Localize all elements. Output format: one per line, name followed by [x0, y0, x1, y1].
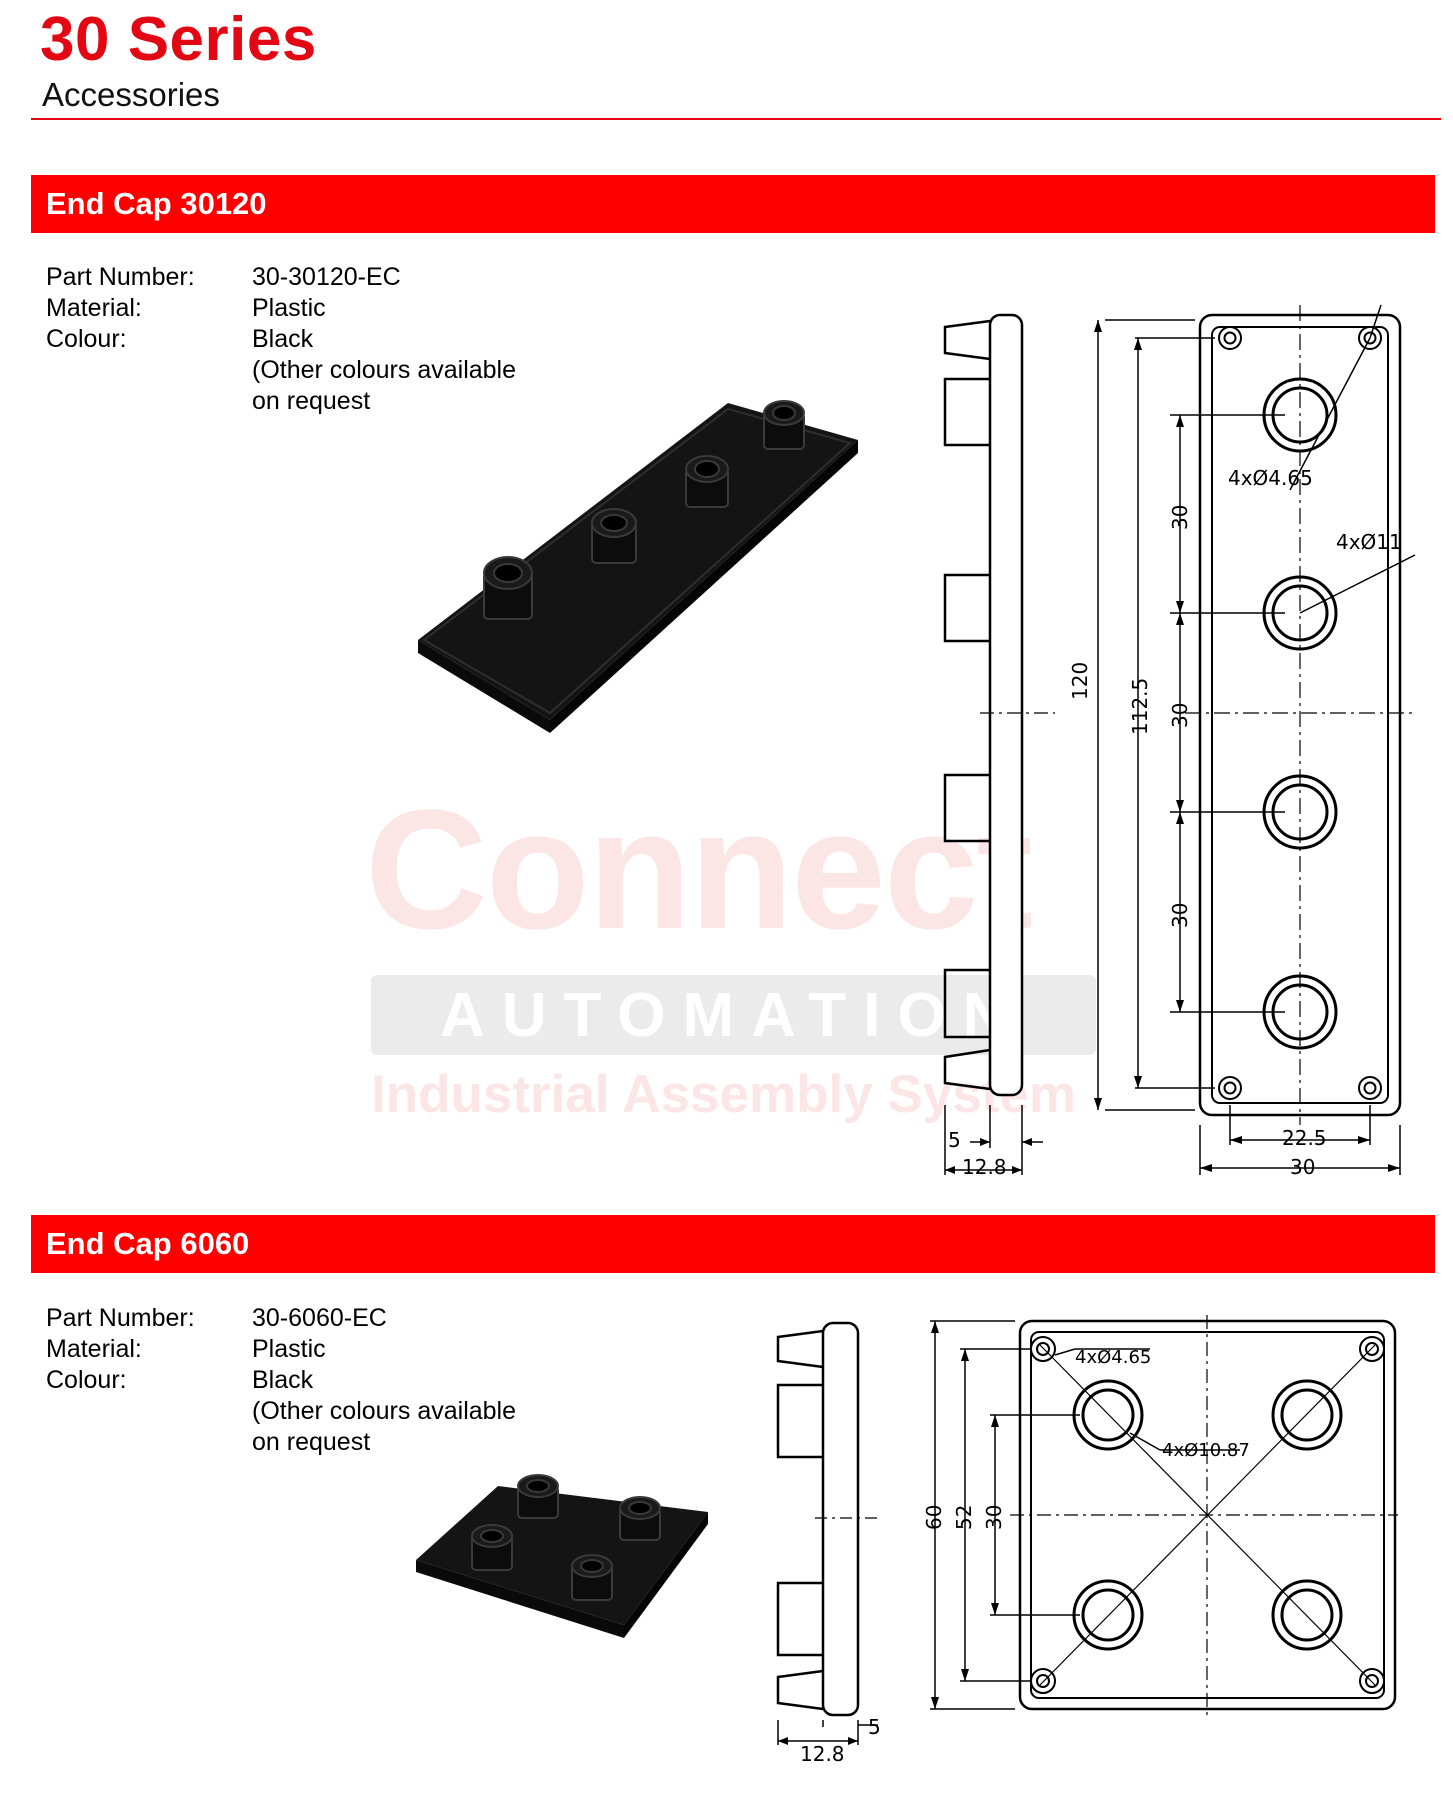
section-title: End Cap 30120	[46, 186, 267, 221]
dim-label-120: 120	[1068, 661, 1092, 700]
dim-label-22-5: 22.5	[1282, 1126, 1327, 1150]
spec-value: Plastic	[252, 294, 326, 322]
dim-label: 5	[948, 1128, 961, 1152]
spec-table-end-cap-30120: Part Number: 30-30120-EC Material: Plast…	[46, 262, 572, 417]
dim-label-30: 30	[982, 1504, 1006, 1530]
dim-label-60: 60	[922, 1504, 946, 1530]
spec-note: (Other colours available	[252, 356, 517, 384]
spec-label: Material:	[46, 294, 142, 322]
boss	[483, 556, 533, 620]
spec-note-2: on request	[252, 387, 371, 415]
side-view-drawing-end-cap-30120	[943, 313, 1055, 1175]
header-divider	[31, 118, 1441, 120]
spec-row-colour: Colour: Black	[46, 324, 572, 355]
spec-row-note-2: on request	[46, 386, 572, 417]
spec-label: Colour:	[46, 325, 127, 353]
spec-label: Part Number:	[46, 1304, 195, 1332]
dim-label-30-width: 30	[1290, 1155, 1316, 1179]
spec-row-note: (Other colours available	[46, 1396, 572, 1427]
spec-note: (Other colours available	[252, 1397, 517, 1425]
section-header-end-cap-6060: End Cap 6060	[31, 1215, 1435, 1273]
dim-label-30: 30	[1168, 702, 1192, 728]
spec-label: Material:	[46, 1335, 142, 1363]
spec-label: Part Number:	[46, 263, 195, 291]
page-title: 30 Series	[40, 5, 317, 74]
product-photo-end-cap-6060	[416, 1474, 708, 1638]
dim-label-52: 52	[952, 1504, 976, 1530]
spec-row-part-number: Part Number: 30-30120-EC	[46, 262, 572, 293]
spec-value: 30-30120-EC	[252, 263, 401, 291]
spec-value: Black	[252, 1366, 314, 1394]
callout-small-holes: 4xØ4.65	[1228, 466, 1313, 490]
dim-label: 12.8	[962, 1155, 1007, 1179]
dim-label: 12.8	[800, 1742, 845, 1766]
dim-label-30: 30	[1168, 902, 1192, 928]
front-view-drawing-end-cap-6060	[930, 1315, 1398, 1715]
dim-label-112-5: 112.5	[1128, 677, 1152, 735]
hole-small	[1218, 326, 1242, 350]
callout-large-holes: 4xØ10.87	[1162, 1440, 1250, 1461]
section-header-end-cap-30120: End Cap 30120	[31, 175, 1435, 233]
dim-label-30: 30	[1168, 504, 1192, 530]
spec-table-end-cap-6060: Part Number: 30-6060-EC Material: Plasti…	[46, 1303, 572, 1458]
spec-row-note-2: on request	[46, 1427, 572, 1458]
section-title: End Cap 6060	[46, 1226, 250, 1261]
spec-row-material: Material: Plastic	[46, 1334, 572, 1365]
callout-small-holes: 4xØ4.65	[1075, 1347, 1152, 1368]
spec-value: Plastic	[252, 1335, 326, 1363]
side-view-drawing-end-cap-6060	[776, 1321, 880, 1745]
spec-row-colour: Colour: Black	[46, 1365, 572, 1396]
spec-row-material: Material: Plastic	[46, 293, 572, 324]
spec-row-note: (Other colours available	[46, 355, 572, 386]
dim-label: 5	[868, 1715, 881, 1739]
spec-value: Black	[252, 325, 314, 353]
callout-large-holes: 4xØ11	[1336, 530, 1402, 554]
product-photo-end-cap-30120	[418, 400, 858, 733]
spec-row-part-number: Part Number: 30-6060-EC	[46, 1303, 572, 1334]
page-subtitle: Accessories	[42, 76, 220, 113]
spec-label: Colour:	[46, 1366, 127, 1394]
front-view-drawing-end-cap-30120	[1094, 304, 1416, 1175]
spec-value: 30-6060-EC	[252, 1304, 387, 1332]
spec-note-2: on request	[252, 1428, 371, 1456]
